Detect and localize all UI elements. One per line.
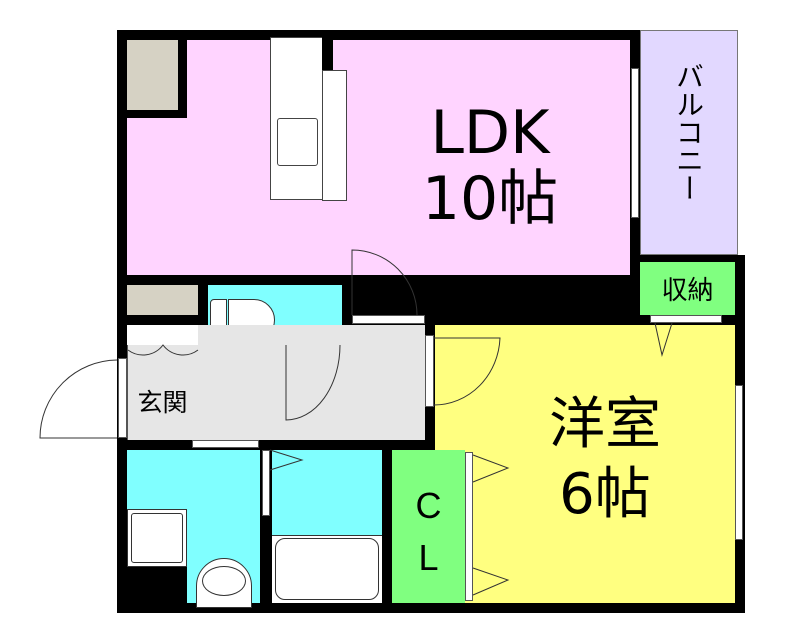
storage-door[interactable]	[650, 315, 722, 323]
western-name: 洋室	[549, 392, 661, 457]
storage-label: 収納	[661, 276, 714, 306]
storage-door-swing	[654, 322, 673, 357]
entrance-label: 玄関	[137, 388, 188, 417]
closet-door[interactable]	[465, 452, 473, 601]
closet-name-line1: C	[415, 485, 442, 526]
closet-door-swing	[472, 454, 510, 596]
hallway	[198, 325, 425, 440]
closet-label: C L	[392, 480, 465, 584]
shoe-cabinet	[127, 325, 198, 345]
western-label: 洋室 6帖	[515, 390, 695, 530]
closet-name-line2: L	[418, 537, 439, 578]
washbasin-bowl	[202, 566, 246, 596]
bathtub	[272, 535, 382, 603]
toilet-door-swing	[285, 344, 341, 421]
washing-machine	[127, 509, 187, 567]
pipe-space	[127, 40, 178, 110]
hallway	[127, 345, 208, 440]
ldk-label: LDK 10帖	[400, 100, 580, 232]
entrance-door-swing	[39, 359, 118, 439]
ldk-door-frame[interactable]	[352, 315, 425, 324]
washroom-door[interactable]	[192, 440, 259, 448]
window	[735, 385, 743, 540]
wall	[127, 567, 187, 603]
wall	[322, 37, 333, 70]
bath-door-swing	[269, 449, 304, 471]
western-size: 6帖	[559, 462, 651, 527]
room-storage	[640, 262, 735, 315]
bath-door[interactable]	[262, 450, 270, 516]
balcony-label: バルコニー	[672, 62, 705, 202]
room-closet	[392, 450, 465, 603]
ldk-size: 10帖	[421, 164, 559, 234]
shoe-cabinet-swing	[127, 344, 199, 356]
bathtub-inner	[275, 538, 379, 600]
kitchen-sink	[277, 118, 318, 166]
pipe-space	[127, 285, 198, 315]
room-balcony	[640, 30, 738, 255]
washing-machine-inner	[131, 513, 183, 563]
ldk-door-swing	[351, 249, 418, 316]
kitchen-appliance	[322, 70, 347, 201]
entrance-door-frame[interactable]	[118, 358, 127, 438]
window	[631, 68, 639, 218]
western-door-swing	[433, 337, 501, 406]
western-door-frame[interactable]	[425, 335, 434, 407]
ldk-name: LDK	[430, 98, 550, 168]
room-ldk	[127, 40, 630, 275]
room-western	[435, 325, 735, 603]
